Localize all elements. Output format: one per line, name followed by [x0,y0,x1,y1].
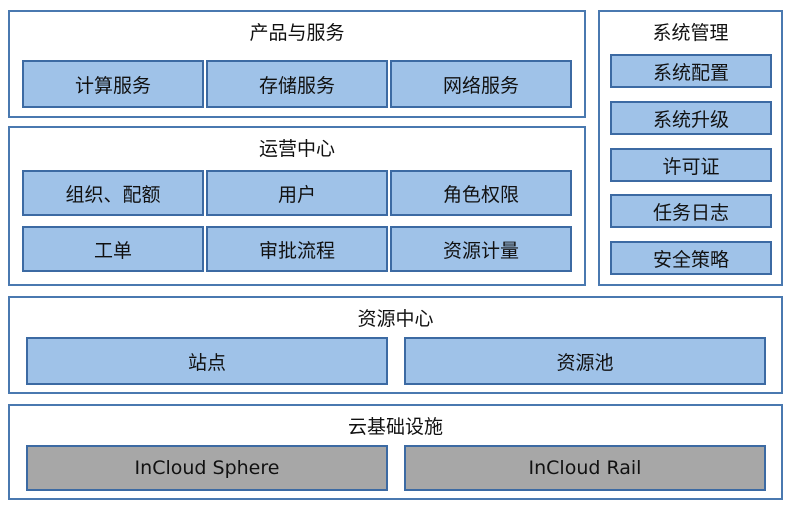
compute-service-box: 计算服务 [22,60,204,108]
resource-metering-box: 资源计量 [390,226,572,272]
system-upgrade-box: 系统升级 [610,101,772,135]
resources-title: 资源中心 [357,308,434,330]
security-policy-box: 安全策略 [610,241,772,275]
work-order-box: 工单 [22,226,204,272]
site-box: 站点 [26,337,388,385]
roles-permissions-box: 角色权限 [390,170,572,216]
users-box: 用户 [206,170,388,216]
infrastructure-panel: 云基础设施 InCloud Sphere InCloud Rail [8,404,783,500]
incloud-sphere-box: InCloud Sphere [26,445,388,491]
infrastructure-title: 云基础设施 [347,416,443,438]
system-config-box: 系统配置 [610,54,772,88]
incloud-rail-box: InCloud Rail [404,445,766,491]
system-title: 系统管理 [652,22,729,44]
resource-pool-box: 资源池 [404,337,766,385]
license-box: 许可证 [610,148,772,182]
approval-flow-box: 审批流程 [206,226,388,272]
network-service-box: 网络服务 [390,60,572,108]
products-panel: 产品与服务 计算服务 存储服务 网络服务 [8,10,586,118]
org-quota-box: 组织、配额 [22,170,204,216]
task-log-box: 任务日志 [610,194,772,228]
system-panel: 系统管理 系统配置 系统升级 许可证 任务日志 安全策略 [598,10,783,286]
operations-panel: 运营中心 组织、配额 用户 角色权限 工单 审批流程 资源计量 [8,126,586,286]
operations-title: 运营中心 [258,138,335,160]
storage-service-box: 存储服务 [206,60,388,108]
resources-panel: 资源中心 站点 资源池 [8,296,783,394]
products-title: 产品与服务 [249,22,345,44]
